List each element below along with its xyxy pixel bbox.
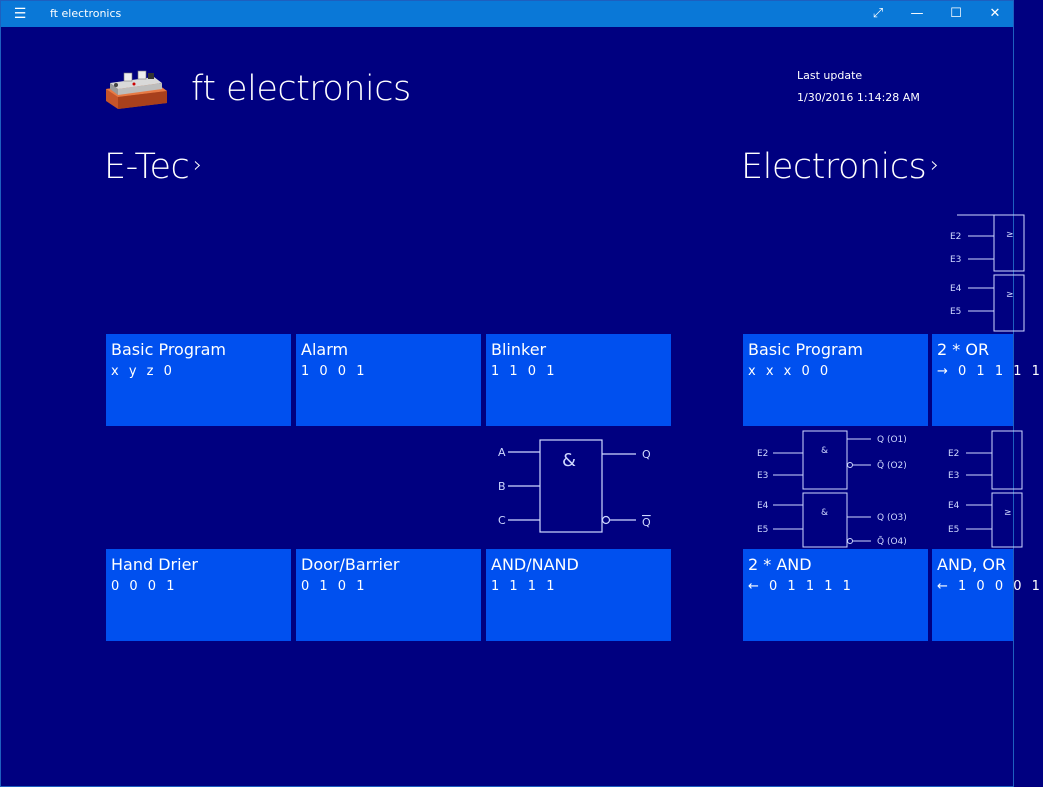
input-e5-label: E5 — [950, 307, 961, 317]
maximize-button[interactable]: ☐ — [950, 6, 962, 21]
tile-name: Door/Barrier — [301, 555, 400, 574]
or-schematic-image[interactable]: E2 E3 E4 E5 ≥ ≥ — [932, 213, 1025, 333]
or-gate-label: ≥ — [1006, 230, 1014, 240]
tile-basic-program[interactable]: Basic Program x x x 0 0 — [743, 334, 928, 426]
tile-code: ← 1 0 0 0 1 — [937, 579, 1043, 594]
input-c-label: C — [498, 514, 506, 527]
main-content: ft electronics Last update 1/30/2016 1:1… — [1, 27, 1040, 786]
section-title: E-Tec — [104, 147, 190, 187]
title-bar: ☰ ft electronics ⤢ — ☐ ✕ — [1, 1, 1013, 27]
tile-name: AND/NAND — [491, 555, 579, 574]
tile-2-and[interactable]: 2 * AND ← 0 1 1 1 1 — [743, 549, 928, 641]
hamburger-icon[interactable]: ☰ — [13, 6, 27, 22]
chevron-right-icon: › — [193, 153, 202, 178]
tile-code: 0 0 0 1 — [111, 579, 178, 594]
tile-hand-drier[interactable]: Hand Drier 0 0 0 1 — [106, 549, 291, 641]
tile-name: Alarm — [301, 340, 349, 359]
tile-and-nand[interactable]: AND/NAND 1 1 1 1 — [486, 549, 671, 641]
last-update-value: 1/30/2016 1:14:28 AM — [797, 91, 920, 104]
last-update-label: Last update — [797, 69, 863, 82]
tile-code: 0 1 0 1 — [301, 579, 368, 594]
output-q2-label: Q̄ (O2) — [877, 459, 907, 471]
tile-name: 2 * AND — [748, 555, 812, 574]
or-gate-label: ≥ — [1006, 290, 1014, 300]
input-e3-label: E3 — [948, 471, 959, 481]
or-gate-label: ≥ — [1004, 508, 1012, 518]
close-button[interactable]: ✕ — [989, 6, 1001, 21]
output-q3-label: Q (O3) — [877, 513, 907, 523]
input-e4-label: E4 — [950, 284, 962, 294]
tile-alarm[interactable]: Alarm 1 0 0 1 — [296, 334, 481, 426]
tile-code: x y z 0 — [111, 364, 175, 379]
input-e4-label: E4 — [757, 501, 769, 511]
tile-name: Basic Program — [748, 340, 863, 359]
output-q1-label: Q (O1) — [877, 435, 907, 445]
tile-name: AND, OR — [937, 555, 1007, 574]
section-header-etec[interactable]: E-Tec› — [104, 147, 202, 187]
tile-door-barrier[interactable]: Door/Barrier 0 1 0 1 — [296, 549, 481, 641]
gate-label: & — [821, 508, 828, 518]
tile-blinker[interactable]: Blinker 1 1 0 1 — [486, 334, 671, 426]
tile-name: Blinker — [491, 340, 547, 359]
input-e2-label: E2 — [950, 232, 961, 242]
tile-code: ← 0 1 1 1 1 — [748, 579, 854, 594]
gate-label: & — [562, 450, 576, 471]
app-title: ft electronics — [191, 69, 411, 109]
output-q-label: Q — [642, 448, 651, 461]
fullscreen-button[interactable]: ⤢ — [872, 6, 884, 21]
input-e3-label: E3 — [757, 471, 768, 481]
tile-2-or[interactable]: 2 * OR → 0 1 1 1 1 — [932, 334, 1040, 426]
section-header-electronics[interactable]: Electronics› — [741, 147, 939, 187]
and-or-schematic-image[interactable]: E2 E3 E4 E5 ≥ — [932, 429, 1023, 548]
tile-code: x x x 0 0 — [748, 364, 832, 379]
output-qbar-label: Q — [642, 516, 651, 529]
input-e4-label: E4 — [948, 501, 960, 511]
tile-code: 1 1 0 1 — [491, 364, 558, 379]
minimize-button[interactable]: — — [910, 6, 924, 21]
app-logo-icon — [106, 70, 167, 109]
tile-and-or[interactable]: AND, OR ← 1 0 0 0 1 — [932, 549, 1040, 641]
chevron-right-icon: › — [930, 153, 939, 178]
input-b-label: B — [498, 480, 506, 493]
tile-code: → 0 1 1 1 1 — [937, 364, 1043, 379]
and-nand-schematic-image[interactable]: A B C & Q Q — [486, 432, 671, 544]
tile-basic-program[interactable]: Basic Program x y z 0 — [106, 334, 291, 426]
tile-name: Hand Drier — [111, 555, 198, 574]
input-e2-label: E2 — [757, 449, 768, 459]
tile-code: 1 0 0 1 — [301, 364, 368, 379]
tile-name: 2 * OR — [937, 340, 990, 359]
window-title: ft electronics — [50, 7, 122, 20]
input-a-label: A — [498, 446, 506, 459]
tile-code: 1 1 1 1 — [491, 579, 558, 594]
input-e5-label: E5 — [757, 525, 768, 535]
input-e3-label: E3 — [950, 255, 961, 265]
gate-label: & — [821, 446, 828, 456]
input-e2-label: E2 — [948, 449, 959, 459]
section-title: Electronics — [741, 147, 927, 187]
tile-name: Basic Program — [111, 340, 226, 359]
and-schematic-image[interactable]: E2 E3 E4 E5 & & Q (O1) Q̄ (O2) Q (O3) Q̄… — [743, 429, 928, 548]
input-e5-label: E5 — [948, 525, 959, 535]
output-q4-label: Q̄ (O4) — [877, 535, 907, 547]
